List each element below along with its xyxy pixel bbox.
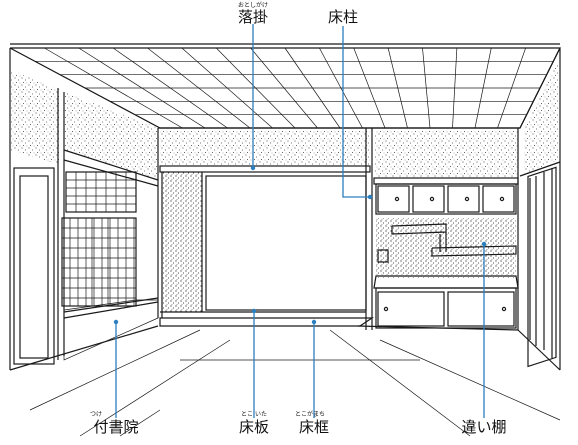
- label-tsukeshoin: 付書院: [93, 418, 139, 436]
- shelf-alcove: [373, 128, 519, 330]
- back-wall: [158, 127, 520, 330]
- label-chigaidana: 違い棚: [461, 418, 507, 436]
- label-tokoita-ruby: とこ いた: [241, 411, 267, 418]
- label-otoshigake: 落掛: [237, 8, 269, 26]
- left-shoji: [13, 167, 159, 365]
- ceiling: [9, 43, 561, 129]
- leader-lines: [113, 24, 487, 418]
- label-otoshigake-ruby: おとしがけ: [237, 2, 269, 9]
- left-wall: [9, 48, 159, 370]
- label-tokobashira: 床柱: [327, 8, 359, 26]
- label-tokogamachi-ruby: とこがまち: [294, 411, 326, 418]
- floor: [9, 325, 561, 437]
- label-tokoita: 床板: [238, 418, 270, 436]
- right-wall: [519, 47, 561, 370]
- label-tsukeshoin-ruby: つけ: [89, 411, 103, 418]
- label-tokogamachi: 床框: [298, 418, 330, 436]
